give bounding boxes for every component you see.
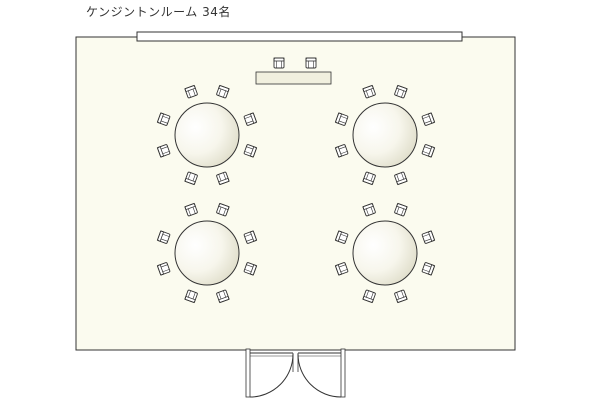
table-front-left [156,84,258,186]
door-frame-left [245,348,251,398]
head-table [255,71,332,85]
chair [243,112,258,126]
chair [362,289,376,304]
table-top [352,102,418,168]
room-floor [75,36,516,351]
chair [156,230,171,244]
chair [421,144,436,158]
entrance-double-door [245,348,346,398]
chair [243,144,258,158]
chair [216,84,230,99]
door-swing-left [249,353,294,398]
table-top [174,102,240,168]
chair [421,112,436,126]
chair [216,171,230,186]
chair [334,230,349,244]
chair [394,289,408,304]
chair [421,262,436,276]
chair [421,230,436,244]
chair [184,84,198,99]
chair [394,202,408,217]
chair [394,84,408,99]
chair [184,289,198,304]
head-chair [305,57,317,69]
chair [362,171,376,186]
stage-screen [136,31,463,42]
chair [216,289,230,304]
table-back-left [156,202,258,304]
chair [243,230,258,244]
head-chair [273,57,285,69]
chair [184,171,198,186]
chair [156,262,171,276]
round-tables [156,84,436,304]
table-back-right [334,202,436,304]
table-top [174,220,240,286]
chair [362,202,376,217]
chair [334,112,349,126]
chair [184,202,198,217]
room-title: ケンジントンルーム 34名 [86,5,231,19]
table-top [352,220,418,286]
chair [334,262,349,276]
chair [362,84,376,99]
chair [216,202,230,217]
chair [243,262,258,276]
chair [156,144,171,158]
door-frame-right [340,348,346,398]
head-chairs [273,57,317,69]
chair [156,112,171,126]
chair [334,144,349,158]
table-front-right [334,84,436,186]
chair [394,171,408,186]
door-swing-right [297,353,342,398]
